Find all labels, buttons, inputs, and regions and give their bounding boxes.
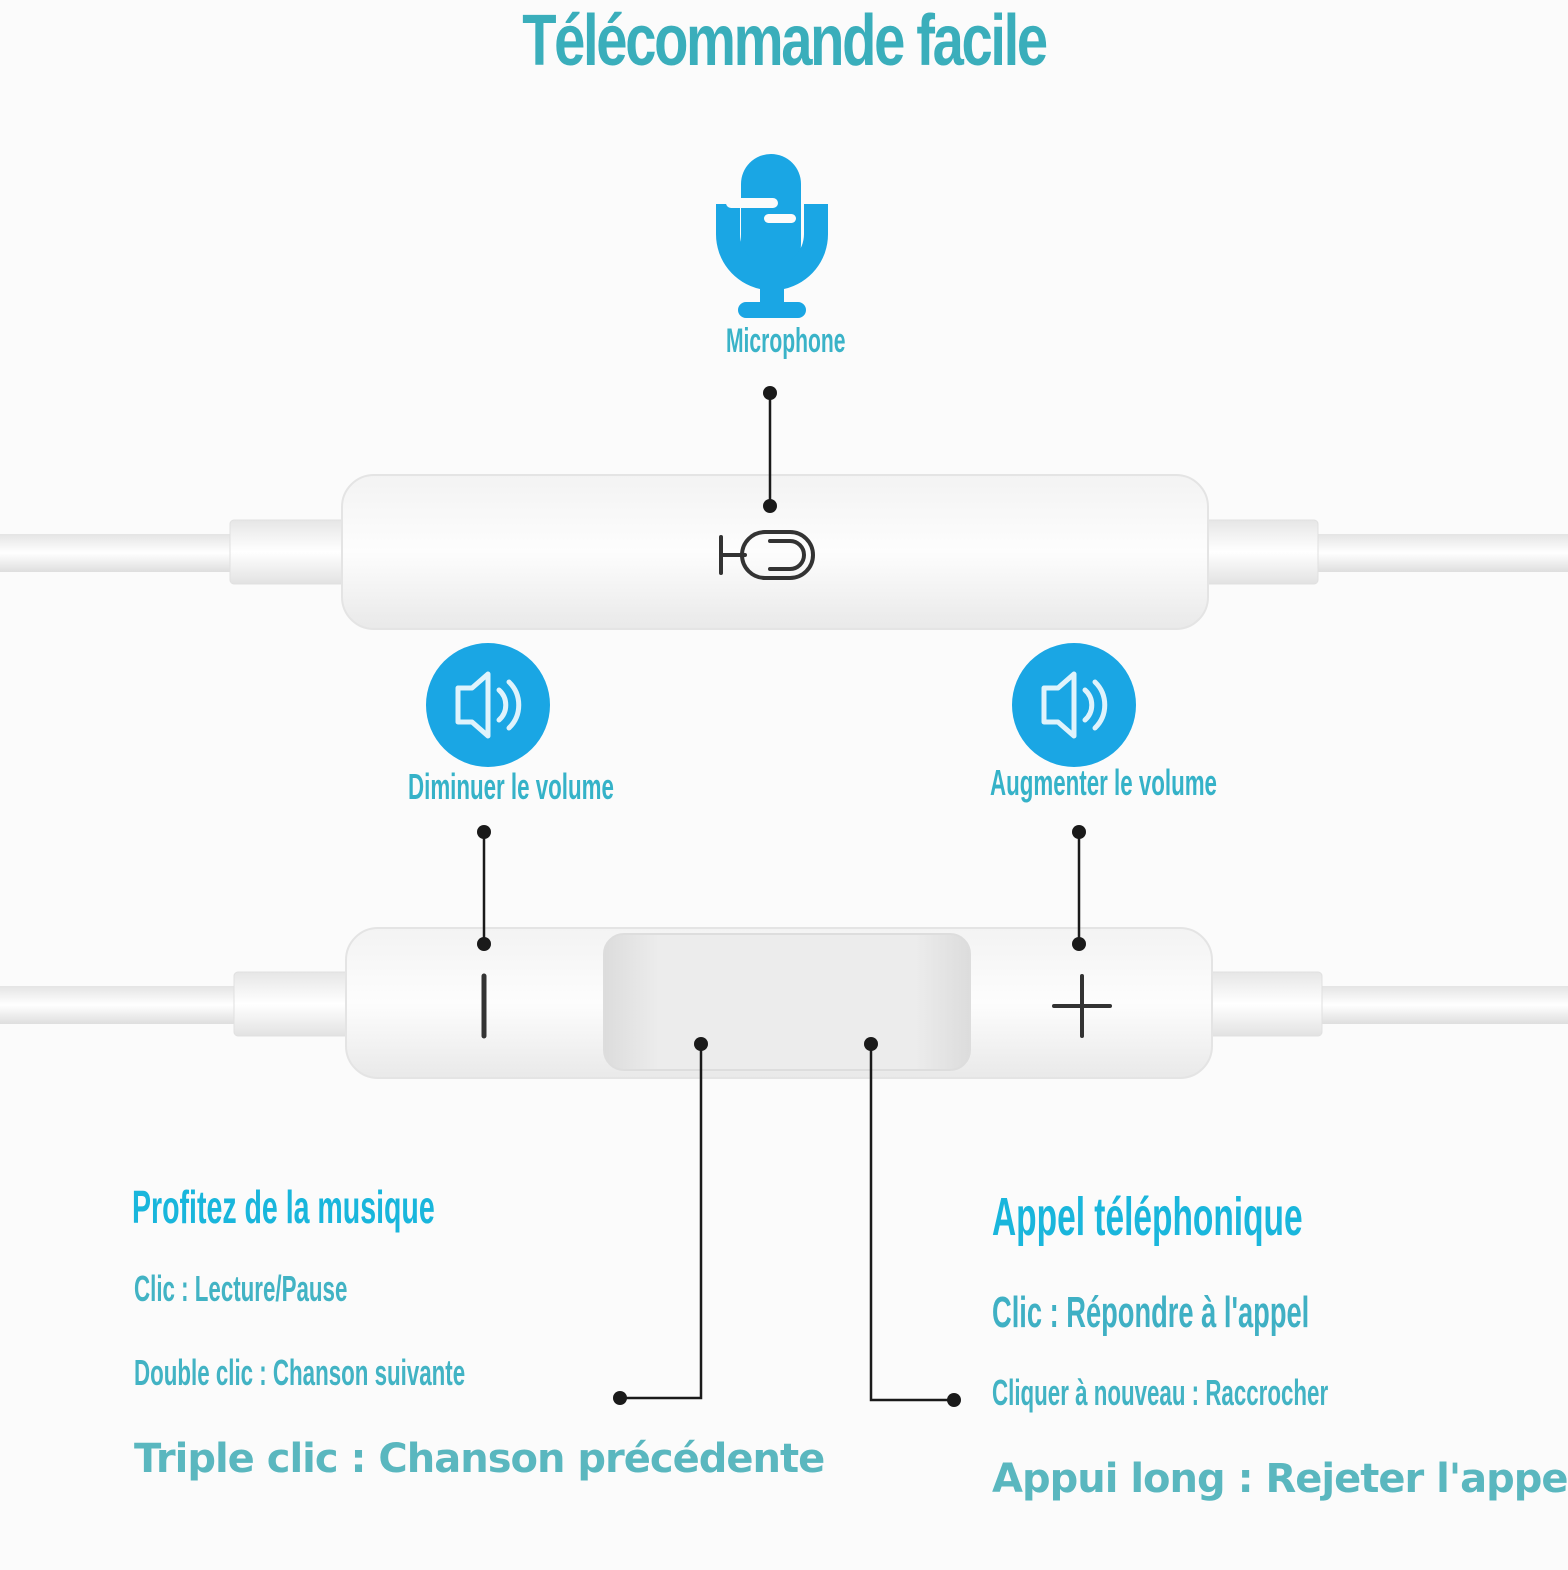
call-line-1: Clic : Répondre à l'appel <box>992 1288 1310 1337</box>
top-remote <box>0 474 1568 630</box>
page-title: Télécommande facile <box>522 1 1048 81</box>
volume-down-label: Diminuer le volume <box>408 766 614 807</box>
speaker-icon <box>1012 643 1136 767</box>
plus-icon <box>1052 974 1112 1038</box>
music-line-1: Clic : Lecture/Pause <box>134 1268 348 1309</box>
call-line-2: Cliquer à nouveau : Raccrocher <box>992 1372 1329 1413</box>
volume-up-label: Augmenter le volume <box>990 762 1217 803</box>
right-collar <box>1203 971 1323 1037</box>
music-title: Profitez de la musique <box>132 1181 435 1233</box>
left-cable <box>0 986 244 1024</box>
call-line-3: Appui long : Rejeter l'appel <box>992 1456 1568 1502</box>
right-collar <box>1199 519 1319 585</box>
microphone-label: Microphone <box>726 322 846 360</box>
speaker-icon <box>426 643 550 767</box>
right-cable <box>1314 986 1568 1024</box>
left-collar <box>233 971 355 1037</box>
music-line-2: Double clic : Chanson suivante <box>134 1352 466 1393</box>
pointer-lines <box>482 393 1081 1402</box>
microphone-icon <box>715 154 829 318</box>
left-cable <box>0 534 240 572</box>
mic-hole-icon <box>719 530 815 580</box>
remote-body <box>341 474 1209 630</box>
right-cable <box>1310 534 1568 572</box>
bottom-remote <box>0 927 1568 1079</box>
pointer-dots <box>477 386 1086 1407</box>
left-collar <box>229 519 351 585</box>
call-title: Appel téléphonique <box>992 1187 1303 1247</box>
music-line-3: Triple clic : Chanson précédente <box>134 1436 825 1482</box>
center-button <box>603 933 971 1071</box>
